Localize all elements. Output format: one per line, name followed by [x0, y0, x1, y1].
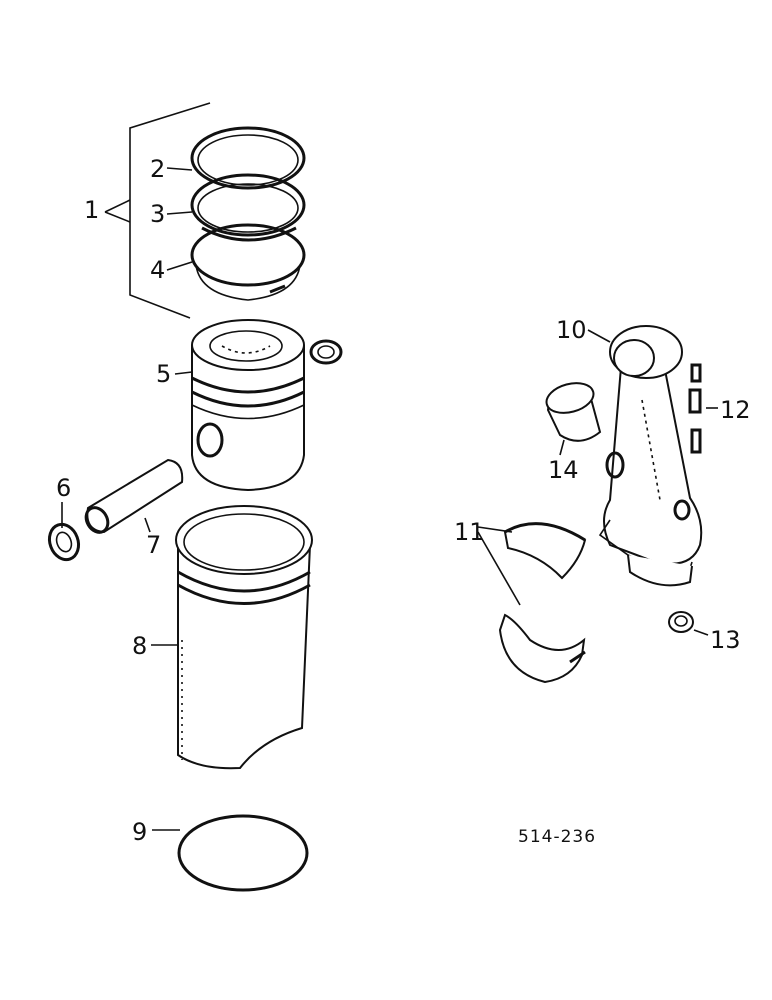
- callout-14: 14: [548, 456, 579, 484]
- callout-10: 10: [556, 316, 587, 344]
- cylinder-liner: [175, 505, 313, 770]
- callout-6: 6: [56, 474, 71, 502]
- piston-ring-2: [190, 126, 306, 190]
- piston: [191, 319, 305, 492]
- callout-5: 5: [156, 360, 171, 388]
- piston-ring-4: [190, 223, 306, 301]
- ring-set-bracket: [104, 102, 211, 319]
- callout-11: 11: [454, 518, 485, 546]
- bearing-shell-lower: [498, 613, 586, 684]
- o-ring: [177, 814, 309, 892]
- callout-7: 7: [146, 531, 161, 559]
- callout-1: 1: [84, 196, 99, 224]
- callout-4: 4: [150, 256, 165, 284]
- circlip-right: [309, 339, 343, 365]
- piston-ring-3: [190, 173, 306, 242]
- rod-nut: [668, 611, 694, 633]
- callout-12: 12: [720, 396, 751, 424]
- leader-lines: [61, 167, 718, 831]
- reference-number: 514-236: [518, 827, 596, 847]
- bearing-shell-upper: [503, 522, 587, 580]
- piston-pin: [84, 458, 184, 534]
- connecting-rod: [598, 325, 703, 587]
- callout-3: 3: [150, 200, 165, 228]
- callout-2: 2: [150, 155, 165, 183]
- rod-bolts: [688, 363, 702, 454]
- callout-13: 13: [710, 626, 741, 654]
- circlip-left: [47, 522, 81, 562]
- callout-9: 9: [132, 818, 147, 846]
- small-end-bush: [545, 382, 602, 442]
- callout-8: 8: [132, 632, 147, 660]
